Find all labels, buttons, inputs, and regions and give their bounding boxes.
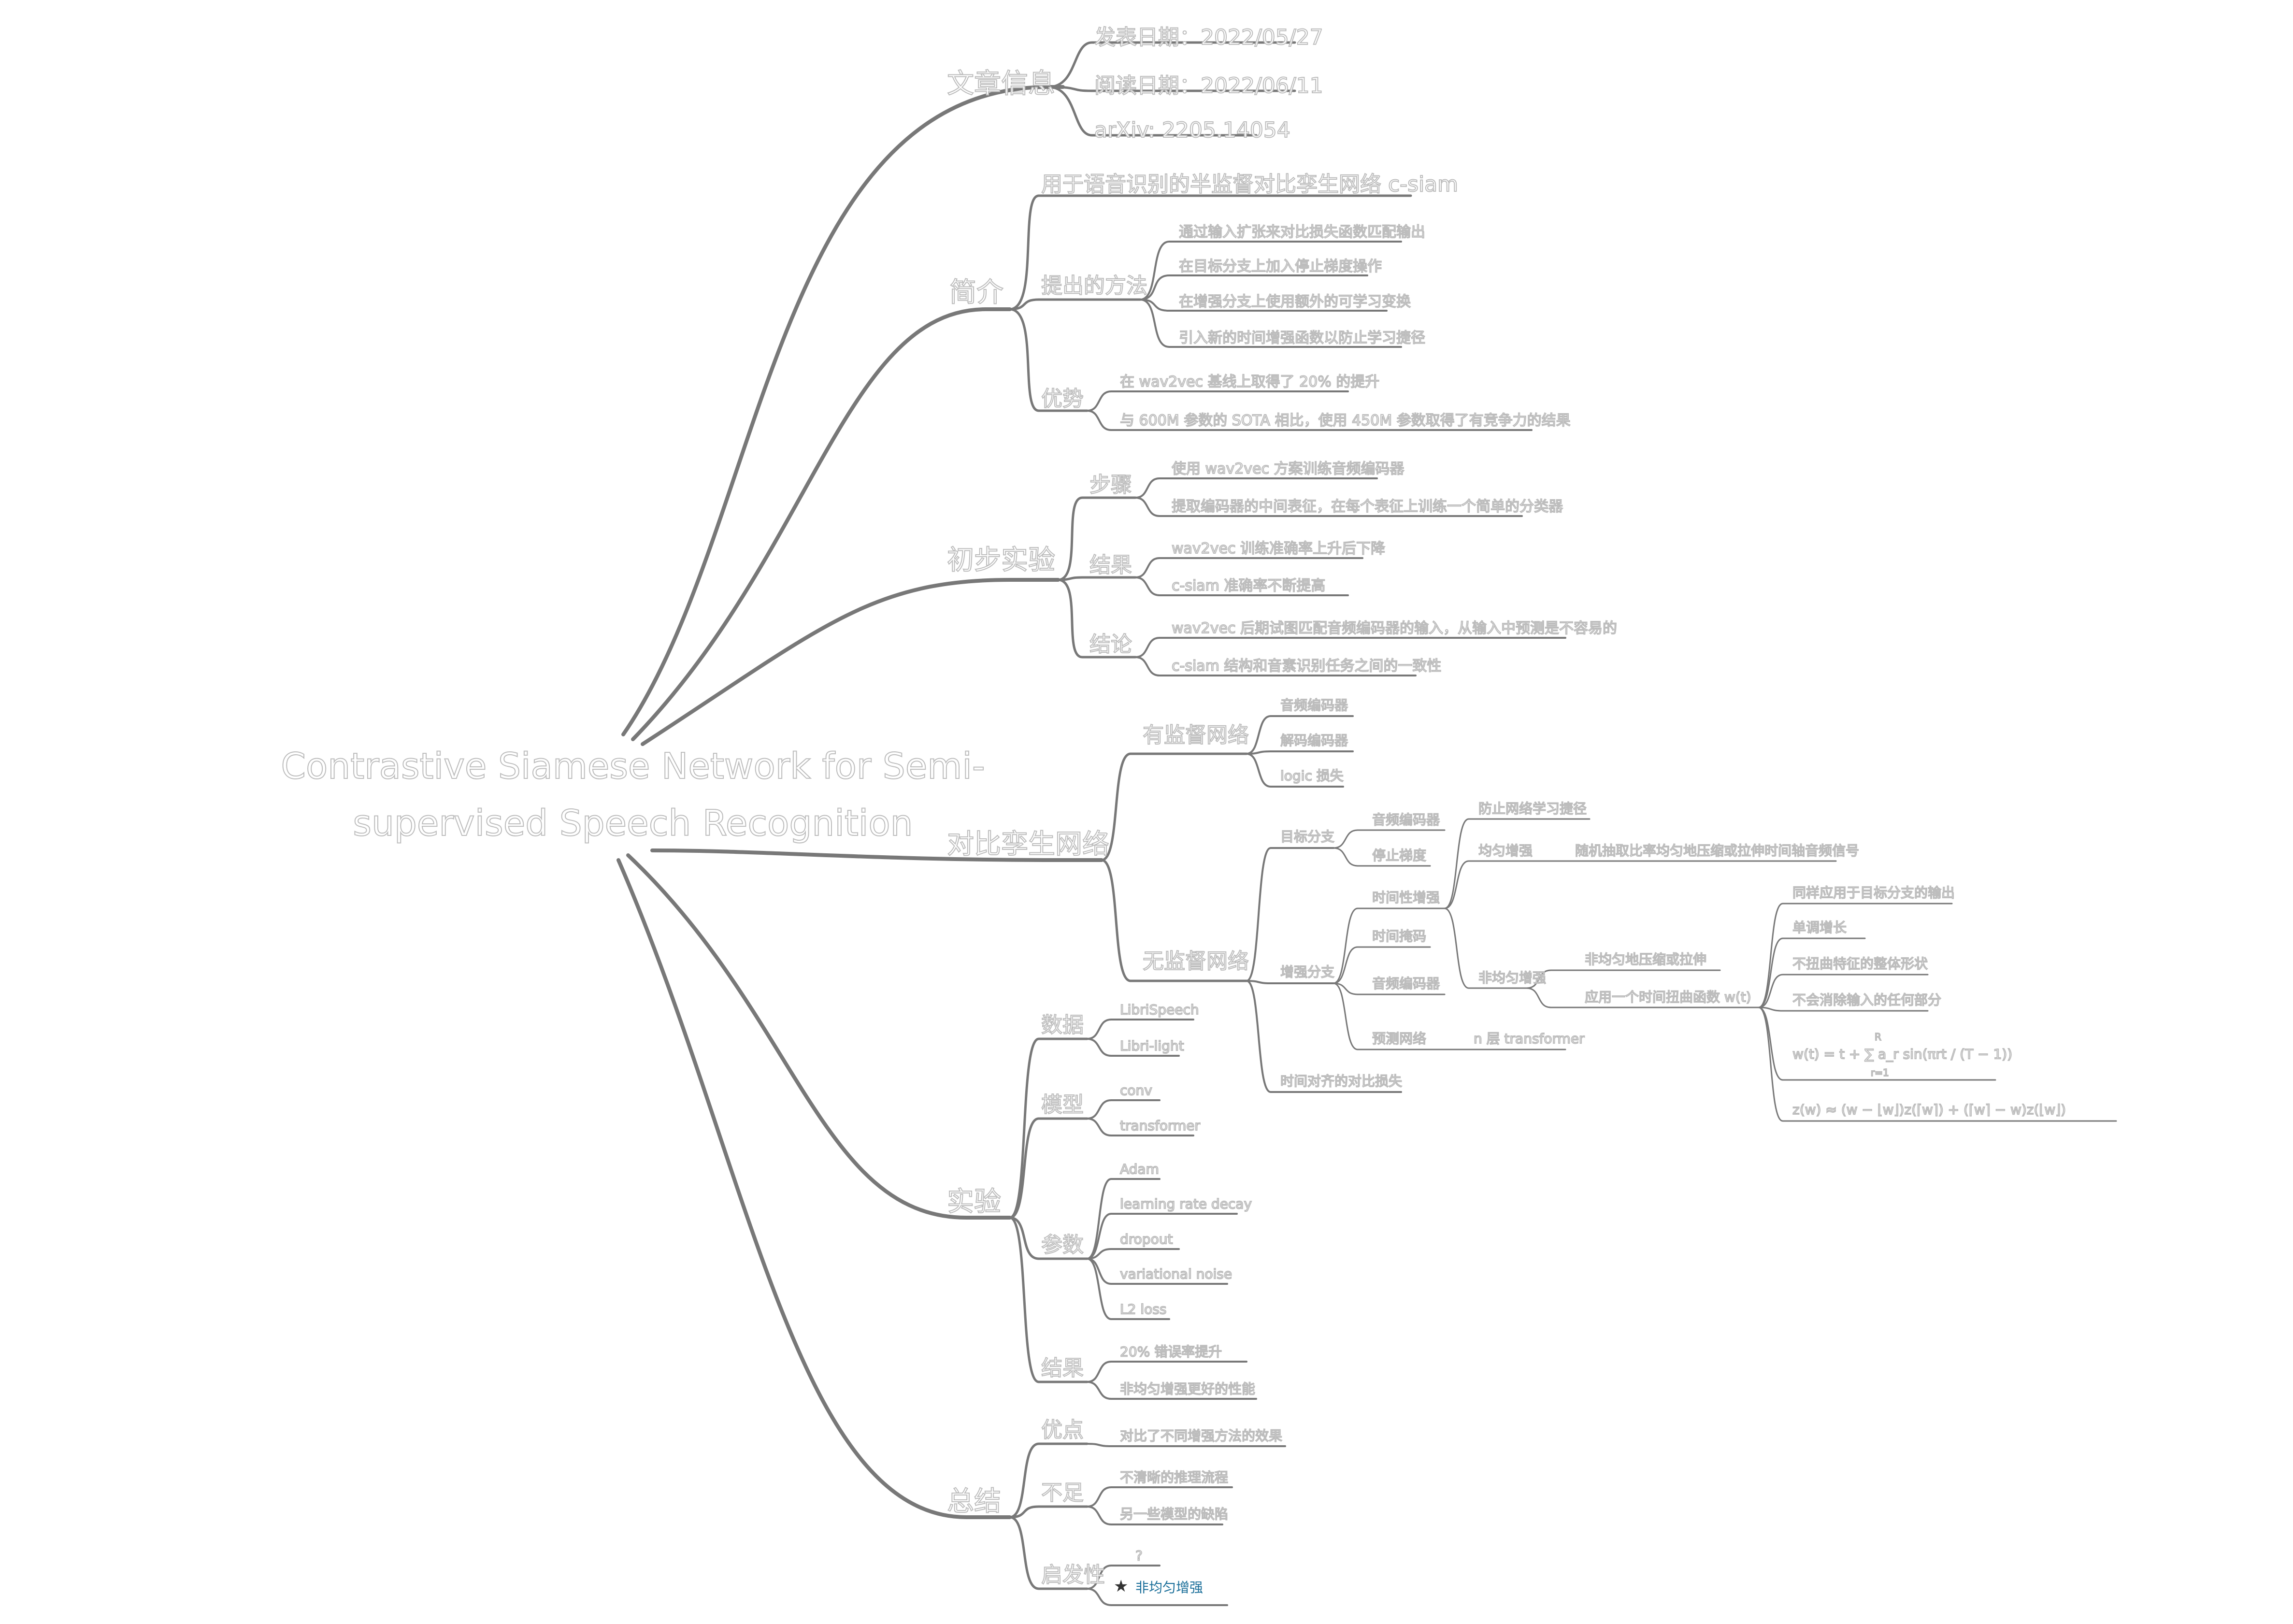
results-item[interactable]: c-siam 准确率不断提高: [1171, 577, 1326, 594]
model-item[interactable]: transformer: [1119, 1118, 1201, 1134]
branch-experiment[interactable]: 实验: [946, 1186, 1002, 1218]
exp-results-item[interactable]: 非均匀增强更好的性能: [1119, 1381, 1256, 1397]
exp-results-item[interactable]: 20% 错误率提升: [1119, 1344, 1222, 1360]
unsupervised-network[interactable]: 无监督网络: [1142, 949, 1249, 974]
advantage-item[interactable]: 与 600M 参数的 SOTA 相比，使用 450M 参数取得了有竞争力的结果: [1119, 412, 1571, 429]
intro-advantage[interactable]: 优势: [1041, 387, 1084, 411]
branch-prelim[interactable]: 初步实验: [946, 545, 1056, 576]
supervised-item[interactable]: logic 损失: [1280, 768, 1344, 784]
warp-function[interactable]: 应用一个时间扭曲函数 w(t): [1584, 989, 1752, 1005]
root-topic[interactable]: Contrastive Siamese Network for Semi-sup…: [280, 745, 985, 845]
conclusion-item[interactable]: c-siam 结构和音素识别任务之间的一致性: [1171, 658, 1442, 675]
steps-item[interactable]: 使用 wav2vec 方案训练音频编码器: [1171, 460, 1405, 477]
summary-inspire[interactable]: 启发性: [1041, 1563, 1105, 1587]
target-branch[interactable]: 目标分支: [1280, 829, 1335, 845]
branch-summary[interactable]: 总结: [946, 1486, 1002, 1517]
method-item[interactable]: 引入新的时间增强函数以防止学习捷径: [1178, 330, 1426, 346]
prelim-conclusion[interactable]: 结论: [1089, 632, 1132, 657]
uniform-augment[interactable]: 均匀增强: [1478, 843, 1533, 859]
inspire-item-starred[interactable]: 非均匀增强: [1135, 1580, 1204, 1595]
method-item[interactable]: 通过输入扩张来对比损失函数匹配输出: [1178, 224, 1426, 241]
params-item[interactable]: Adam: [1119, 1161, 1160, 1177]
target-item[interactable]: 音频编码器: [1372, 812, 1440, 828]
contrastive-loss[interactable]: 时间对齐的对比损失: [1280, 1073, 1403, 1089]
interp-formula[interactable]: z(w) ≈ (w − ⌊w⌋)z(⌈w⌉) + (⌈w⌉ − w)z(⌊w⌋): [1792, 1102, 2066, 1118]
uniform-augment-note[interactable]: 随机抽取比率均匀地压缩或拉伸时间轴音频信号: [1575, 843, 1860, 859]
warp-item[interactable]: 同样应用于目标分支的输出: [1792, 885, 1955, 901]
inspire-item[interactable]: ?: [1135, 1548, 1143, 1564]
conclusion-item[interactable]: wav2vec 后期试图匹配音频编码器的输入，从输入中预测是不容易的: [1171, 620, 1618, 637]
cons-item[interactable]: 另一些模型的缺陷: [1119, 1506, 1229, 1522]
experiment-data[interactable]: 数据: [1041, 1013, 1084, 1037]
method-item[interactable]: 在目标分支上加入停止梯度操作: [1178, 258, 1382, 275]
branch-article-info[interactable]: 文章信息: [946, 68, 1056, 100]
summary-pros[interactable]: 优点: [1041, 1418, 1084, 1442]
steps-item[interactable]: 提取编码器的中间表征，在每个表征上训练一个简单的分类器: [1171, 498, 1563, 515]
method-item[interactable]: 在增强分支上使用额外的可学习变换: [1178, 293, 1411, 310]
warp-formula[interactable]: w(t) = t + ∑ a_r sin(πrt / (T − 1)): [1792, 1046, 2013, 1062]
target-item[interactable]: 停止梯度: [1372, 848, 1427, 863]
warp-item[interactable]: 不会消除输入的任何部分: [1792, 992, 1942, 1008]
info-read-date[interactable]: 阅读日期：2022/06/11: [1094, 73, 1324, 98]
nonuniform-compress[interactable]: 非均匀地压缩或拉伸: [1584, 951, 1707, 967]
formula-sum-lower: r=1: [1870, 1067, 1890, 1078]
formula-sum-upper: R: [1874, 1031, 1882, 1043]
data-item[interactable]: LibriSpeech: [1119, 1002, 1200, 1018]
summary-cons[interactable]: 不足: [1041, 1480, 1084, 1505]
params-item[interactable]: dropout: [1119, 1231, 1173, 1247]
star-icon: ★: [1114, 1577, 1129, 1596]
augment-encoder[interactable]: 音频编码器: [1372, 976, 1440, 992]
pros-item[interactable]: 对比了不同增强方法的效果: [1119, 1428, 1283, 1444]
warp-item[interactable]: 不扭曲特征的整体形状: [1792, 956, 1928, 972]
experiment-params[interactable]: 参数: [1041, 1233, 1084, 1257]
info-arxiv[interactable]: arXiv: 2205.14054: [1094, 118, 1291, 143]
cons-item[interactable]: 不清晰的推理流程: [1119, 1469, 1229, 1485]
predictor-network[interactable]: 预测网络: [1372, 1031, 1427, 1047]
results-item[interactable]: wav2vec 训练准确率上升后下降: [1171, 540, 1386, 557]
data-item[interactable]: Libri-light: [1119, 1038, 1185, 1054]
supervised-item[interactable]: 音频编码器: [1280, 697, 1348, 713]
intro-summary[interactable]: 用于语音识别的半监督对比孪生网络 c-siam: [1041, 172, 1459, 197]
experiment-model[interactable]: 模型: [1041, 1092, 1084, 1117]
predictor-note[interactable]: n 层 transformer: [1473, 1031, 1585, 1047]
params-item[interactable]: L2 loss: [1119, 1301, 1167, 1317]
nonuniform-augment[interactable]: 非均匀增强: [1478, 970, 1547, 986]
prelim-results[interactable]: 结果: [1089, 553, 1132, 577]
params-item[interactable]: variational noise: [1119, 1266, 1232, 1282]
augment-branch[interactable]: 增强分支: [1280, 964, 1335, 980]
time-augment-note[interactable]: 防止网络学习捷径: [1478, 801, 1587, 817]
intro-method[interactable]: 提出的方法: [1041, 273, 1148, 298]
model-item[interactable]: conv: [1119, 1082, 1153, 1098]
prelim-steps[interactable]: 步骤: [1089, 473, 1132, 497]
supervised-network[interactable]: 有监督网络: [1142, 723, 1249, 747]
supervised-item[interactable]: 解码编码器: [1280, 733, 1348, 748]
time-augment[interactable]: 时间性增强: [1372, 890, 1440, 905]
params-item[interactable]: learning rate decay: [1119, 1196, 1252, 1212]
warp-item[interactable]: 单调增长: [1792, 920, 1847, 935]
experiment-results[interactable]: 结果: [1041, 1356, 1084, 1380]
branch-intro[interactable]: 简介: [949, 277, 1004, 308]
time-masking[interactable]: 时间掩码: [1372, 928, 1427, 944]
info-publish-date[interactable]: 发表日期：2022/05/27: [1094, 25, 1324, 50]
advantage-item[interactable]: 在 wav2vec 基线上取得了 20% 的提升: [1119, 374, 1380, 390]
branch-network[interactable]: 对比孪生网络: [946, 829, 1110, 860]
